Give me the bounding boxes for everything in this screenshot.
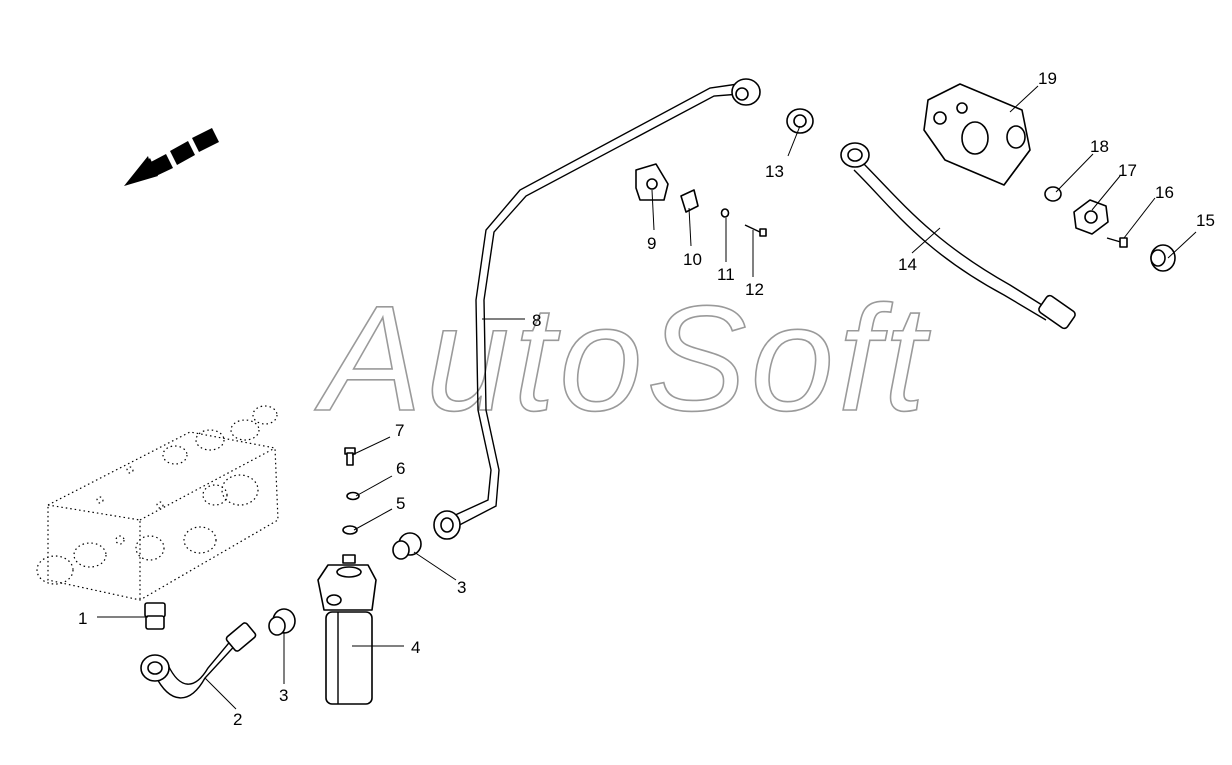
callout-18: 18 <box>1090 137 1109 156</box>
flange-part-17 <box>1073 199 1109 235</box>
callout-2: 2 <box>233 710 242 729</box>
bolt-part-12 <box>744 224 767 237</box>
hose-part-14 <box>840 142 1076 330</box>
callout-6: 6 <box>396 459 405 478</box>
forward-direction-arrow-icon <box>124 128 219 186</box>
nut-part-13 <box>786 108 814 134</box>
callout-16: 16 <box>1155 183 1174 202</box>
callout-5: 5 <box>396 494 405 513</box>
callout-14: 14 <box>898 255 917 274</box>
filter-part-4 <box>317 554 377 705</box>
plate-part-10 <box>680 189 699 213</box>
washer-part-5 <box>342 525 358 535</box>
bolt-part-16 <box>1106 237 1128 248</box>
fitting-part-3b <box>392 532 422 560</box>
callout-12: 12 <box>745 280 764 299</box>
washer-part-6 <box>346 491 360 501</box>
pipe-part-8 <box>433 78 761 540</box>
callout-17: 17 <box>1118 161 1137 180</box>
callout-8: 8 <box>532 311 541 330</box>
bolt-part-7 <box>344 447 356 466</box>
leader-lines <box>97 85 1197 710</box>
callout-9: 9 <box>647 234 656 253</box>
callout-7: 7 <box>395 421 404 440</box>
watermark-text: AutoSoft <box>314 274 931 442</box>
fitting-part-1 <box>144 602 166 630</box>
callout-11: 11 <box>717 265 735 284</box>
callout-10: 10 <box>683 250 702 269</box>
fitting-part-15 <box>1150 244 1176 272</box>
callout-3b: 3 <box>457 578 466 597</box>
callout-1: 1 <box>78 609 87 628</box>
nut-part-11 <box>720 208 730 218</box>
bracket-part-9 <box>635 163 669 201</box>
pump-part-19 <box>923 83 1031 186</box>
callout-3a: 3 <box>279 686 288 705</box>
callout-15: 15 <box>1196 211 1215 230</box>
bent-hose-part-2 <box>140 622 257 699</box>
callout-19: 19 <box>1038 69 1057 88</box>
callout-4: 4 <box>411 638 420 657</box>
fitting-part-3a <box>268 608 296 636</box>
callout-13: 13 <box>765 162 784 181</box>
valve-block-part <box>36 405 279 601</box>
